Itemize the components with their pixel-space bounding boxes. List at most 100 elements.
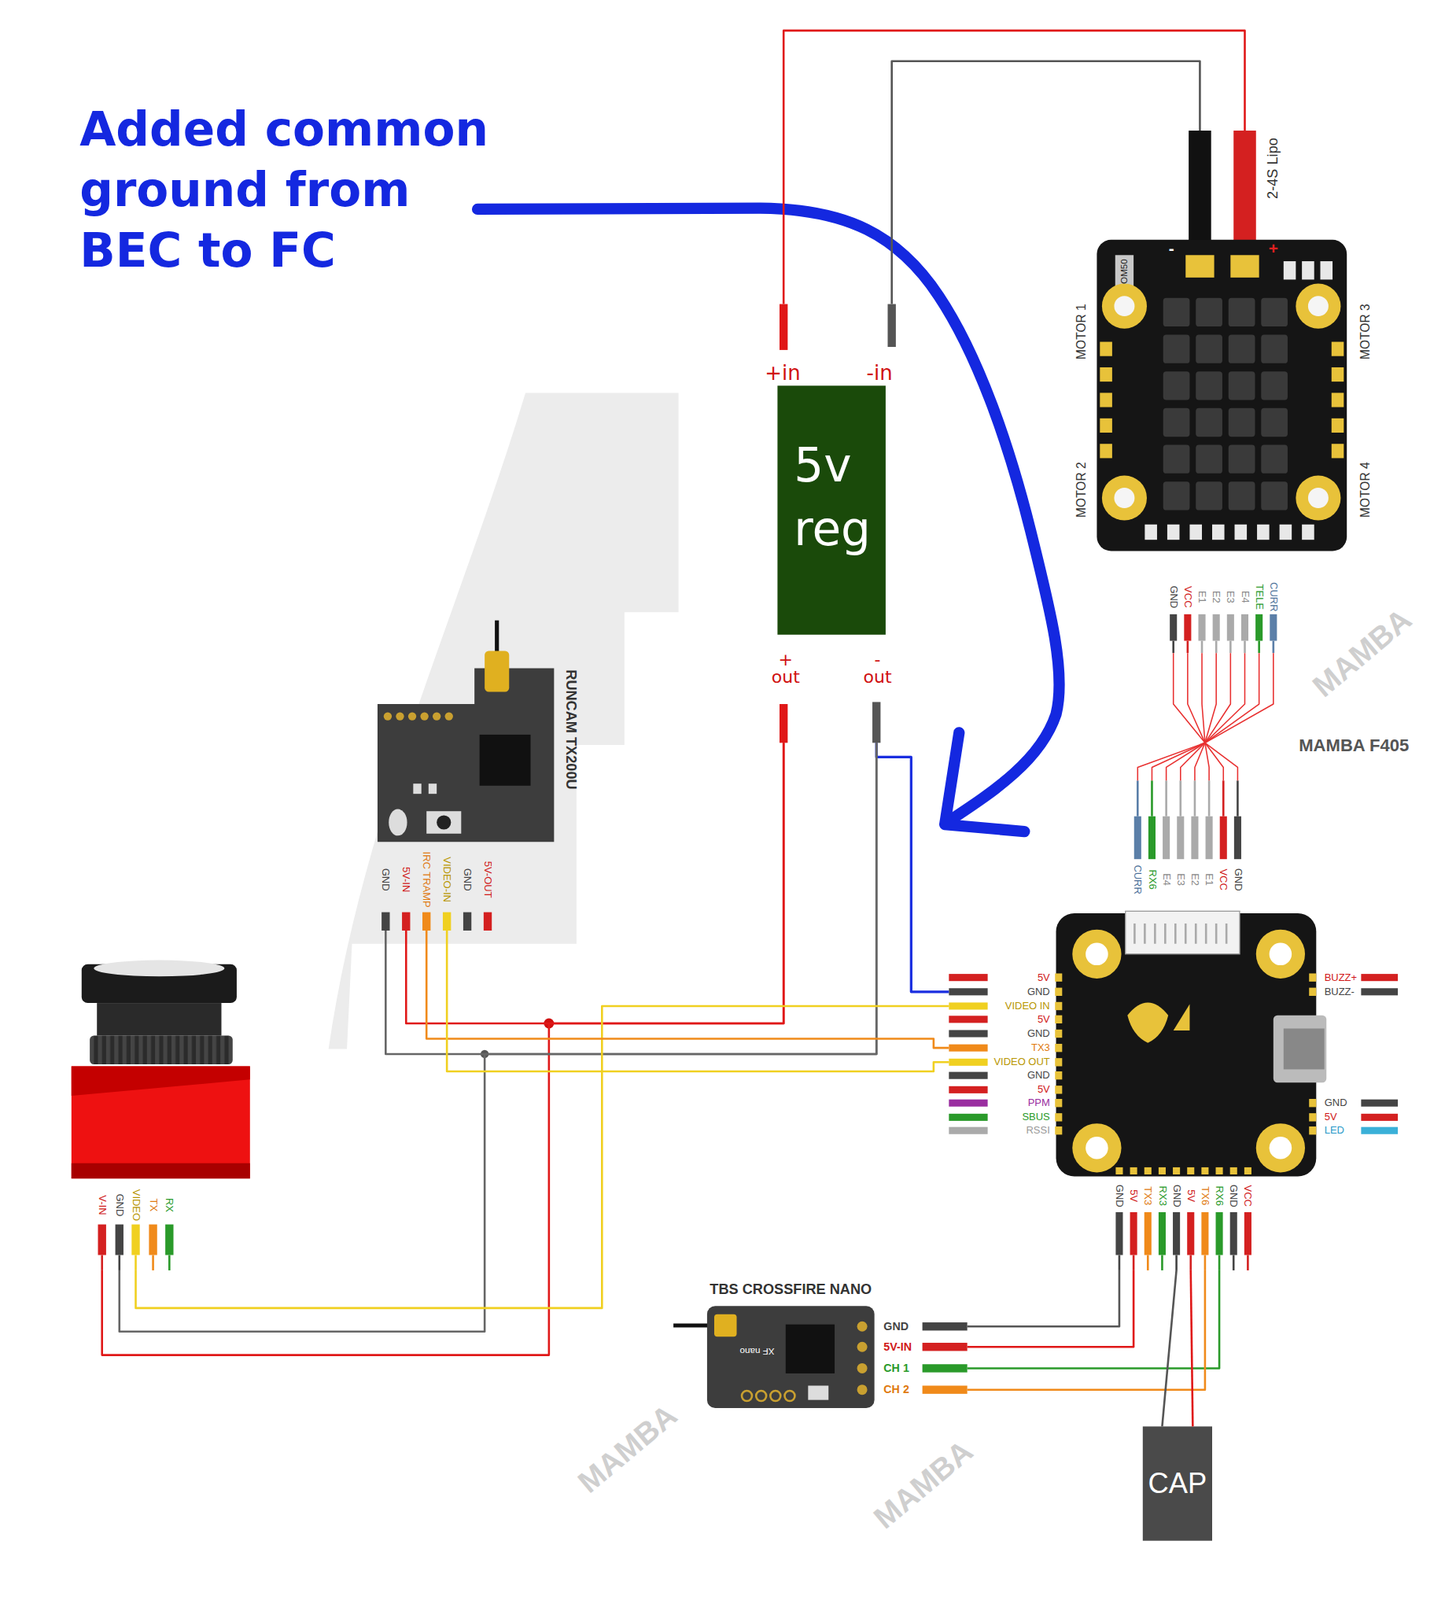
- esc-board: [1113, 487, 1135, 509]
- solder-pad: [1054, 1057, 1062, 1066]
- vtx-board: [395, 711, 404, 720]
- esc-board: [1115, 254, 1134, 288]
- receiver-board: [707, 1305, 875, 1409]
- flight-controller-board: [1072, 929, 1121, 979]
- wire: [1151, 652, 1259, 781]
- pin-stub: [1222, 780, 1225, 816]
- solder-pad: [1308, 987, 1316, 996]
- wire: [967, 1270, 1220, 1369]
- camera-body: [71, 1066, 251, 1097]
- pin-stub: [151, 1254, 155, 1270]
- solder-pad: [1167, 524, 1180, 540]
- wire: [405, 742, 784, 1024]
- wire: [876, 742, 949, 992]
- pin-stub: [1272, 641, 1276, 654]
- mosfet: [1195, 371, 1223, 400]
- vtx-board: [408, 711, 417, 720]
- vtx-board: [377, 668, 554, 843]
- board-name: RUNCAM TX200U: [563, 669, 579, 789]
- receiver-board: [785, 1324, 835, 1374]
- receiver: TBS CROSSFIRE NANOXF nanoGND5V-INCH 1CH …: [668, 1275, 968, 1419]
- solder-pad: [1054, 1098, 1062, 1107]
- pin-label: GND: [1171, 1184, 1182, 1208]
- wire: [967, 1270, 1120, 1327]
- polarity-mark: -: [1168, 240, 1175, 258]
- esc-board: [1102, 283, 1147, 329]
- vtx-board: [412, 783, 421, 794]
- pin-stub: [1197, 614, 1206, 642]
- pin-label: PPM: [1028, 1098, 1051, 1109]
- mosfet: [1163, 481, 1191, 510]
- pin-stub: [1360, 987, 1398, 996]
- pin-stub: [1132, 1254, 1136, 1270]
- pin-stub: [1216, 1212, 1224, 1255]
- wire: [446, 930, 949, 1072]
- wire: [119, 742, 877, 1331]
- pin-label: 5V: [1128, 1189, 1139, 1202]
- pin-label: 5V: [1037, 972, 1051, 983]
- pin-label: GND: [1168, 585, 1179, 609]
- mosfet: [1195, 408, 1223, 437]
- solder-pad: [1301, 524, 1315, 540]
- pin-stub: [168, 1254, 171, 1270]
- pin-label: GND: [883, 1320, 909, 1332]
- pin-stub: [1269, 614, 1277, 642]
- pin-stub: [1208, 780, 1211, 816]
- vtx-board: [432, 711, 441, 720]
- vtx-board: [428, 783, 437, 794]
- battery-leads: [1188, 130, 1257, 255]
- pin-stub: [1164, 780, 1168, 816]
- solder-pad: [1216, 1167, 1224, 1175]
- module-label: 5v reg: [793, 433, 886, 561]
- mosfet: [1260, 298, 1288, 327]
- receiver-board: [714, 1314, 738, 1338]
- pin-stub: [401, 912, 410, 931]
- pin-stub: [1144, 1212, 1152, 1255]
- pin-stub: [1130, 1212, 1138, 1255]
- esc-board: [1185, 254, 1214, 278]
- solder-pad: [1331, 443, 1345, 458]
- pin-stub: [1205, 816, 1213, 859]
- solder-pad: [1054, 1113, 1062, 1121]
- flight-controller: 5VGNDVIDEO IN5VGNDTX3VIDEO OUTGND5VPPMSB…: [948, 780, 1398, 1271]
- solder-pad: [1172, 1167, 1180, 1175]
- video-transmitter: RUNCAM TX200UGND5V-INIRC TRAMPVIDEO-INGN…: [361, 617, 582, 931]
- wire: [136, 1006, 950, 1309]
- solder-pad: [1279, 524, 1293, 540]
- pin-stub: [1150, 780, 1154, 816]
- pin-label: E1: [1197, 590, 1208, 604]
- flight-controller-board: [1085, 943, 1109, 966]
- esc-board: [1295, 283, 1341, 329]
- vtx-board: [479, 734, 531, 786]
- pin-stub: [1186, 641, 1190, 654]
- solder-pad: [1054, 1071, 1062, 1080]
- wire: [783, 30, 1245, 305]
- board-name: MAMBA F405: [1298, 737, 1409, 755]
- pin-label: 5V: [1037, 1084, 1051, 1095]
- pin-stub: [1220, 816, 1228, 859]
- esc-board: [1295, 475, 1341, 520]
- pin-stub: [948, 973, 988, 981]
- esc-board: [1230, 254, 1259, 278]
- solder-pad: [1130, 1167, 1138, 1175]
- pin-stub: [98, 298, 1399, 1394]
- solder-pad: [1054, 1015, 1062, 1024]
- battery-label: 2-4S Lipo: [1264, 137, 1280, 200]
- regulator-body: [779, 704, 788, 743]
- esc-board: [1113, 295, 1135, 317]
- pin-stub: [1236, 780, 1239, 816]
- solder-pad: [1099, 367, 1113, 382]
- flight-controller-board: [1273, 1015, 1327, 1084]
- pin-stub: [98, 1224, 107, 1256]
- pin-label: VIDEO IN: [1005, 1000, 1051, 1011]
- battery-leads: [1233, 130, 1257, 255]
- mosfet: [1260, 408, 1288, 437]
- camera-body: [93, 960, 225, 977]
- pin-stub: [1227, 614, 1235, 642]
- pin-label: RX: [164, 1197, 175, 1213]
- pin-stub: [1162, 816, 1170, 859]
- pin-label: TX3: [1142, 1186, 1154, 1206]
- pin-stub: [1158, 1212, 1166, 1255]
- receiver-board: [857, 1321, 868, 1332]
